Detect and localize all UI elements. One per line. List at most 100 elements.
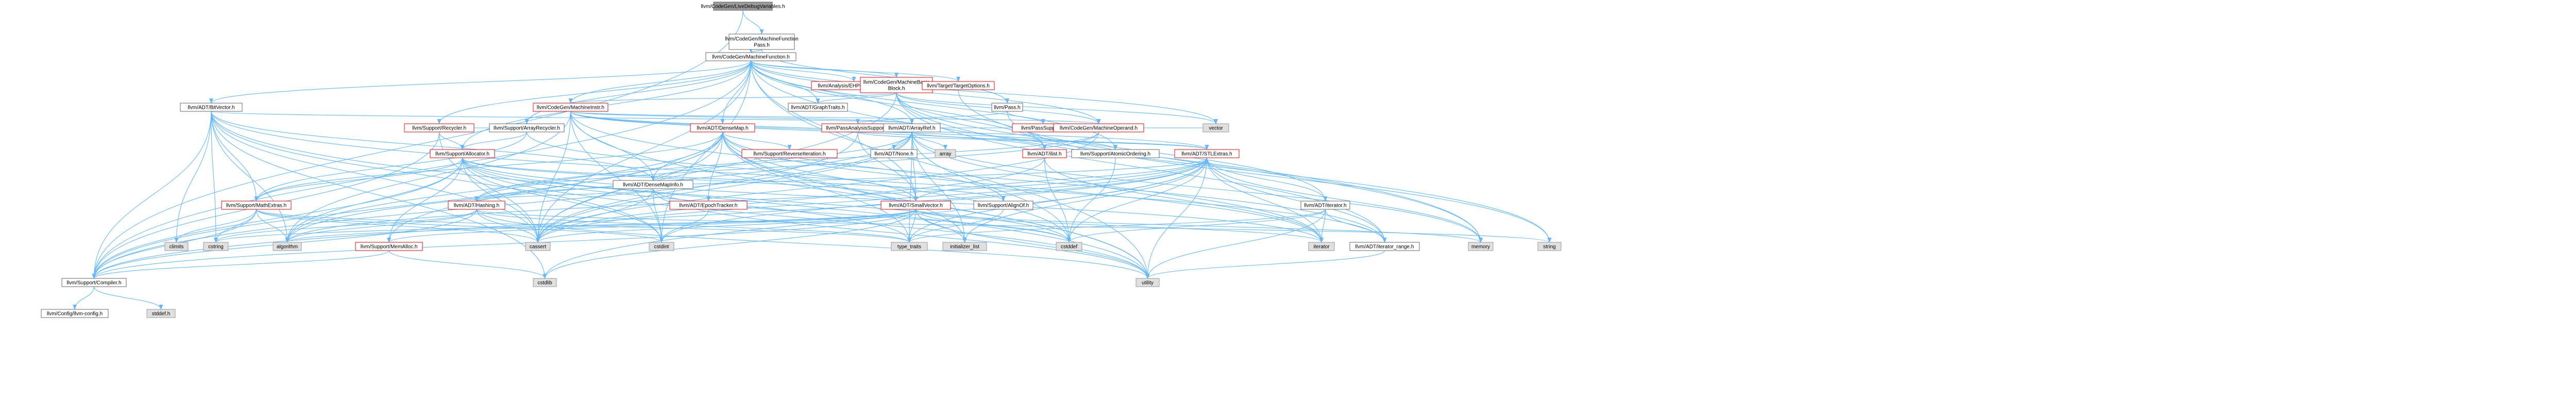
node-llvmconfig[interactable]: llvm/Config/llvm-config.h (41, 309, 109, 318)
node-memalloc[interactable]: llvm/Support/MemAlloc.h (355, 242, 423, 251)
edge-adtiterator-to-cstddef (1067, 209, 1326, 243)
node-adtiterator[interactable]: llvm/ADT/iterator.h (1300, 201, 1350, 210)
node-atomicordering-box (1071, 149, 1160, 158)
node-densemapinfo-box (613, 180, 693, 189)
node-graphtraits[interactable]: llvm/ADT/GraphTraits.h (788, 103, 848, 112)
edge-mf-to-arrayrecycler (524, 60, 752, 124)
edge-smallvector-to-cstddef (915, 209, 1071, 243)
edge-epochtracker-to-cstdint (659, 209, 709, 243)
node-iterrange[interactable]: llvm/ADT/iterator_range.h (1349, 242, 1420, 251)
edge-compiler-to-stddef (93, 286, 163, 310)
edge-mbb-to-string (896, 92, 1552, 243)
node-mf-label: llvm/CodeGen/MachineFunction.h (712, 55, 790, 60)
node-stddef: stddef.h (146, 309, 176, 318)
node-cstdint-box (649, 242, 674, 251)
edge-pass-to-string (1007, 111, 1552, 243)
node-allocator[interactable]: llvm/Support/Allocator.h (430, 149, 495, 158)
edge-stlextras-to-compiler (92, 157, 1208, 279)
edge-hashing-to-cassert (476, 209, 540, 243)
node-climits-label: climits (170, 244, 184, 250)
node-densemapinfo[interactable]: llvm/ADT/DenseMapInfo.h (613, 180, 693, 189)
node-cstdlib-label: cstdlib (537, 280, 552, 286)
node-densemap-box (690, 123, 755, 133)
node-reverseiteration-label: llvm/Support/ReverseIteration.h (753, 152, 825, 157)
node-alignof-box (973, 201, 1033, 210)
node-compiler-label: llvm/Support/Compiler.h (66, 280, 121, 286)
node-densemap[interactable]: llvm/ADT/DenseMap.h (690, 123, 755, 133)
node-root[interactable]: llvm/CodeGen/LiveDebugVariables.h (701, 2, 785, 11)
node-root-box (713, 2, 773, 11)
node-cassert: cassert (525, 242, 551, 251)
edge-bitvector-to-iterrange (211, 111, 1387, 243)
edge-hashing-to-typetraits (476, 209, 911, 243)
node-cstdint: cstdint (649, 242, 674, 251)
node-none[interactable]: llvm/ADT/None.h (870, 149, 918, 158)
node-cstring-box (203, 242, 229, 251)
edge-densemapinfo-to-cstddef (652, 188, 1071, 243)
edge-mf-to-atomicordering (750, 60, 1117, 150)
edge-allocator-to-smallvector (462, 157, 918, 202)
edge-compiler-to-llvmconfig (73, 286, 95, 310)
node-compiler[interactable]: llvm/Support/Compiler.h (61, 278, 127, 287)
node-arrayref[interactable]: llvm/ADT/ArrayRef.h (883, 123, 941, 133)
node-memory-box (1468, 242, 1494, 251)
edge-bitvector-to-cassert (211, 111, 540, 243)
node-root-label: llvm/CodeGen/LiveDebugVariables.h (701, 4, 785, 10)
node-mop[interactable]: llvm/CodeGen/MachineOperand.h (1053, 123, 1144, 133)
edge-mbb-to-vector (896, 92, 1218, 124)
node-hashing[interactable]: llvm/ADT/Hashing.h (448, 201, 505, 210)
node-array: array (935, 149, 956, 158)
edge-bitvector-to-compiler (92, 111, 212, 279)
node-initlist: initializer_list (942, 242, 987, 251)
edge-mbb-to-ilist (896, 92, 1047, 150)
edge-machineinstr-to-iterrange (570, 111, 1387, 243)
node-typetraits-box (891, 242, 928, 251)
node-alignof[interactable]: llvm/Support/AlignOf.h (973, 201, 1033, 210)
node-pass-label: llvm/Pass.h (994, 105, 1020, 111)
node-mf[interactable]: llvm/CodeGen/MachineFunction.h (705, 52, 796, 61)
node-recycler-box (404, 123, 474, 133)
node-atomicordering[interactable]: llvm/Support/AtomicOrdering.h (1071, 149, 1160, 158)
node-stlextras[interactable]: llvm/ADT/STLExtras.h (1174, 149, 1240, 158)
node-pass[interactable]: llvm/Pass.h (991, 103, 1023, 112)
edge-mf-to-arrayref (750, 60, 914, 124)
node-cstdlib-box (533, 278, 557, 287)
node-reverseiteration[interactable]: llvm/Support/ReverseIteration.h (741, 149, 838, 158)
node-bitvector[interactable]: llvm/ADT/BitVector.h (180, 103, 243, 112)
node-atomicordering-label: llvm/Support/AtomicOrdering.h (1080, 152, 1150, 157)
node-array-box (935, 149, 956, 158)
edge-smallvector-to-compiler (92, 209, 917, 279)
edge-allocator-to-cstdint (462, 157, 664, 243)
edge-mf-to-ilist (750, 60, 1047, 150)
node-targetopts-box (922, 81, 995, 90)
node-stddef-label: stddef.h (152, 311, 171, 317)
node-smallvector[interactable]: llvm/ADT/SmallVector.h (880, 201, 951, 210)
node-targetopts[interactable]: llvm/Target/TargetOptions.h (922, 81, 995, 90)
node-mathextras[interactable]: llvm/Support/MathExtras.h (221, 201, 292, 210)
edge-mf-to-utility (750, 60, 1150, 279)
edge-smallvector-to-cstring (214, 209, 917, 243)
edge-densemapinfo-to-cassert (536, 188, 654, 243)
node-cassert-box (525, 242, 551, 251)
node-ilist[interactable]: llvm/ADT/ilist.h (1022, 149, 1067, 158)
edge-hashing-to-algorithm (285, 209, 477, 243)
node-arrayrecycler[interactable]: llvm/Support/ArrayRecycler.h (489, 123, 565, 133)
node-recycler[interactable]: llvm/Support/Recycler.h (404, 123, 474, 133)
node-hashing-box (448, 201, 505, 210)
edge-arrayrecycler-to-smallvector (526, 131, 918, 202)
edge-stlextras-to-adtiterator (1206, 157, 1328, 202)
edge-mathextras-to-climits (174, 209, 257, 243)
node-string: string (1537, 242, 1562, 251)
node-array-label: array (940, 152, 952, 157)
node-compiler-box (61, 278, 127, 287)
node-epochtracker[interactable]: llvm/ADT/EpochTracker.h (669, 201, 748, 210)
edge-root-to-compiler (92, 10, 743, 279)
node-machineinstr[interactable]: llvm/CodeGen/MachineInstr.h (533, 103, 608, 112)
node-utility-label: utility (1142, 280, 1154, 286)
edge-smallvector-to-cstdlib (543, 209, 917, 279)
node-passanalysissupport[interactable]: llvm/PassAnalysisSupport.h (821, 123, 894, 133)
edge-memalloc-to-compiler (92, 250, 389, 279)
edge-bitvector-to-arrayref (211, 111, 913, 124)
